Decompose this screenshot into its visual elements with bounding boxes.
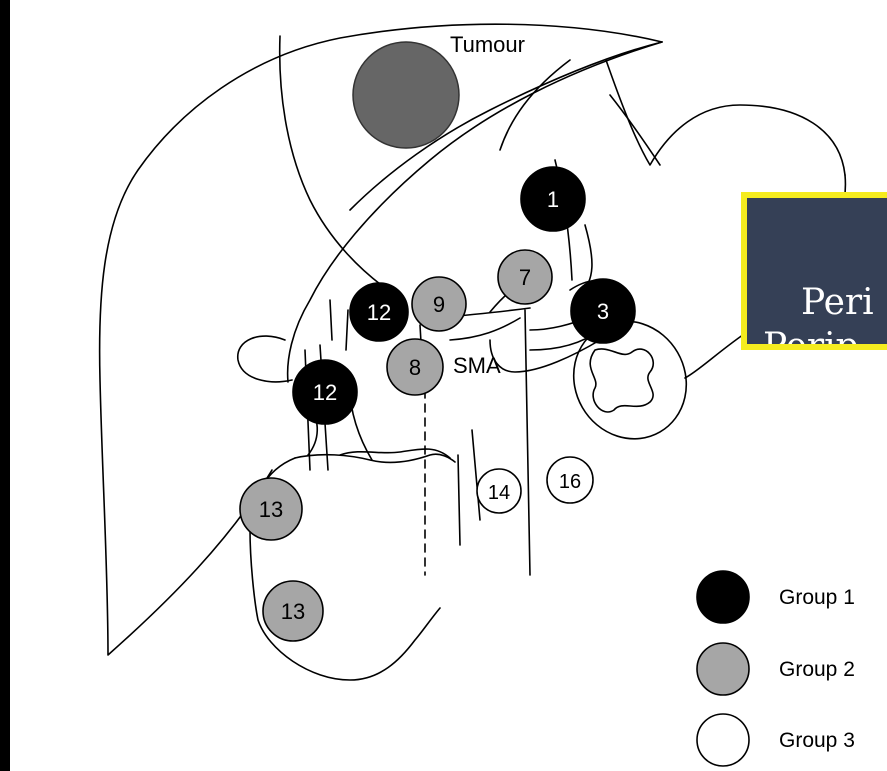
diagram-canvas: Tumour SMA 1 7 9 12 3 8 12 14 16 13 13 Group 1 Gro… — [10, 0, 887, 771]
legend-swatch-group-1 — [697, 571, 749, 623]
lymph-node-label: 7 — [519, 265, 531, 290]
tumour-label: Tumour — [450, 32, 525, 57]
lymph-node-label: 13 — [259, 497, 283, 522]
lymph-node-label: 1 — [547, 187, 559, 212]
lymph-node-label: 3 — [597, 299, 609, 324]
lymph-node-8-6: 8 — [387, 339, 443, 395]
lymph-node-label: 16 — [559, 471, 581, 493]
lymph-node-label: 14 — [488, 482, 510, 504]
overlay-text-line-2: Perip — [763, 326, 859, 350]
lymph-node-label: 12 — [367, 300, 391, 325]
title-overlay-box: Peri Perip — [741, 192, 887, 350]
lymph-node-3-5: 3 — [571, 279, 635, 343]
lymph-node-diagram: Tumour SMA 1 7 9 12 3 8 12 14 16 13 13 Group 1 Gro… — [10, 0, 887, 771]
sma-label: SMA — [453, 353, 501, 378]
overlay-text-line-1: Peri — [801, 282, 874, 323]
tumour-circle — [353, 42, 459, 148]
legend-label-group-1: Group 1 — [779, 586, 855, 609]
legend-label-group-3: Group 3 — [779, 729, 855, 752]
legend-label-group-2: Group 2 — [779, 658, 855, 681]
lymph-node-9-3: 9 — [412, 277, 466, 331]
legend: Group 1 Group 2 Group 3 — [697, 571, 855, 766]
lymph-node-13-11: 13 — [263, 581, 323, 641]
lymph-node-16-9: 16 — [547, 457, 593, 503]
lymph-node-12-7: 12 — [293, 360, 357, 424]
lymph-node-label: 12 — [313, 380, 337, 405]
lymph-node-12-4: 12 — [350, 283, 408, 341]
lymph-node-1-1: 1 — [521, 167, 585, 231]
lymph-node-label: 13 — [281, 599, 305, 624]
legend-swatch-group-3 — [697, 714, 749, 766]
lymph-node-13-10: 13 — [240, 478, 302, 540]
lymph-nodes: 1 7 9 12 3 8 12 14 16 13 13 — [240, 167, 635, 641]
lymph-node-14-8: 14 — [477, 469, 521, 513]
lymph-node-7-2: 7 — [498, 250, 552, 304]
lymph-node-label: 9 — [433, 292, 445, 317]
legend-swatch-group-2 — [697, 643, 749, 695]
lymph-node-label: 8 — [409, 355, 421, 380]
